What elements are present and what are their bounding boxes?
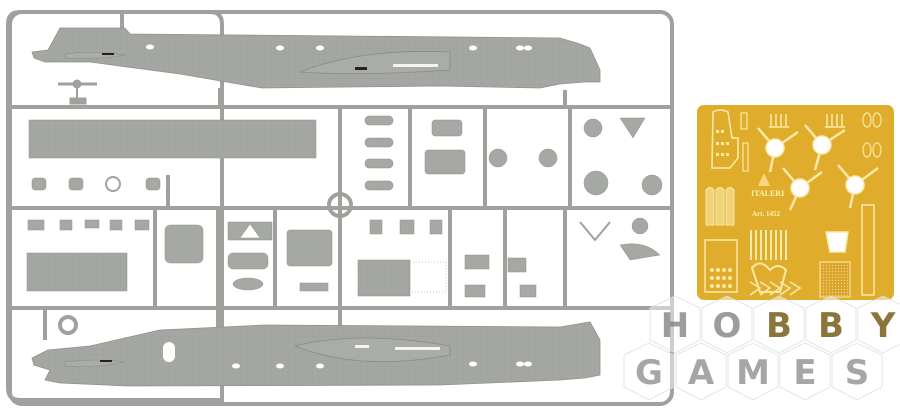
watermark-letter: Y (870, 306, 896, 346)
barrel-parts (364, 115, 663, 196)
watermark-letter: B (818, 306, 844, 346)
plastic-sprue (6, 10, 674, 406)
propeller-part (58, 79, 97, 105)
photo-etch-fret: ITALERI Art. 1452 (697, 105, 894, 300)
fuselage-half-bottom (31, 321, 601, 387)
watermark-letter: B (766, 306, 792, 346)
watermark-letter: G (635, 353, 663, 393)
watermark-letter: S (845, 353, 870, 393)
brand-text: ITALERI (751, 189, 784, 198)
watermark-letter: H (661, 306, 689, 346)
watermark-letter: O (713, 306, 742, 346)
article-text: Art. 1452 (752, 210, 780, 218)
watermark-letter: E (793, 353, 816, 393)
watermark-letter: A (688, 353, 715, 393)
watermark-letter: M (736, 353, 770, 393)
fuselage-half-top (31, 27, 601, 89)
hobby-games-watermark: H O B B Y G A M E S (623, 295, 900, 401)
small-parts (26, 176, 661, 335)
panel-plate (28, 119, 317, 159)
